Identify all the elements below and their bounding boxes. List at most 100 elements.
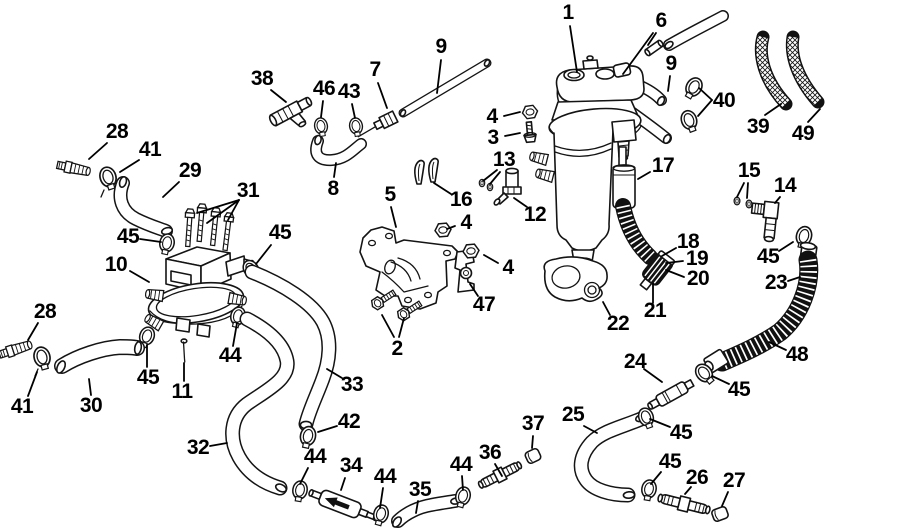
braided-hose-39 [754,30,793,111]
callout-9: 9 [665,52,677,75]
callout-2: 2 [391,337,403,360]
callout-45: 45 [756,245,780,268]
callout-21: 21 [643,299,667,322]
fitting-on-cap-6 [612,62,632,78]
callout-30: 30 [79,394,103,417]
hose-8 [310,134,367,167]
bolt-3 [523,121,537,144]
callout-11: 11 [171,380,194,403]
check-valve-24 [647,378,695,410]
callout-13: 13 [492,148,516,171]
callout-42: 42 [337,410,361,433]
callout-31: 31 [236,179,260,202]
callout-46: 46 [312,77,336,100]
callout-44: 44 [303,445,327,468]
callout-32: 32 [186,436,210,459]
callout-29: 29 [178,159,202,182]
callout-40: 40 [712,89,736,112]
callout-45: 45 [268,221,292,244]
filter-inlet-nipples [528,149,555,183]
callout-4: 4 [460,211,472,234]
callout-19: 19 [685,247,709,270]
clamp-40-upper [680,74,707,102]
corrugated-sleeve-18 [615,198,658,265]
callout-15: 15 [737,159,761,182]
callout-8: 8 [327,177,339,200]
barb-stud-36 [477,461,523,489]
sleeve-ring-27 [711,505,729,523]
clamp-41-bottom [30,344,54,377]
callout-9: 9 [435,35,447,58]
callout-41: 41 [10,395,34,418]
fitting-28-left [0,338,34,361]
clamp-46 [312,116,330,138]
callout-38: 38 [250,67,274,90]
callout-4: 4 [486,105,498,128]
fitting-28-top [55,158,92,178]
barb-stud-26 [657,493,711,515]
callout-20: 20 [686,267,710,290]
fitting-7 [357,110,399,138]
callout-45: 45 [116,225,140,248]
callout-45: 45 [136,366,160,389]
o-ring-15b [745,199,753,209]
fuel-pump-assembly-10 [142,202,256,338]
callout-45: 45 [669,421,693,444]
callout-1: 1 [562,1,574,24]
hose-segment-top-right [663,10,729,51]
callout-23: 23 [764,271,788,294]
leader-lines [27,25,821,514]
inline-filter-34 [308,489,379,522]
callout-44: 44 [449,453,473,476]
callout-5: 5 [384,183,396,206]
hose-30 [54,338,145,374]
callout-7: 7 [369,58,381,81]
callout-44: 44 [373,465,397,488]
nut-4-filter [520,104,540,120]
callout-48: 48 [785,343,809,366]
hose-25 [573,411,649,503]
elbow-fitting-12 [493,167,522,206]
callout-18: 18 [676,230,700,253]
callout-6: 6 [655,9,667,32]
clamp-45-hose25-bottom [639,478,659,503]
callout-12: 12 [523,203,547,226]
callout-45: 45 [727,378,751,401]
screw-11 [180,338,188,363]
callout-10: 10 [104,253,128,276]
callout-34: 34 [339,454,363,477]
mounting-bracket-5 [359,226,459,310]
callout-22: 22 [606,312,630,335]
elbow-fitting-14 [750,200,780,243]
callout-16: 16 [449,188,473,211]
callout-24: 24 [623,350,647,373]
callout-44: 44 [218,344,242,367]
callout-41: 41 [138,138,162,161]
callout-28: 28 [33,300,57,323]
callout-26: 26 [685,466,709,489]
pump-mounting-bolts-31 [182,202,235,252]
callout-43: 43 [337,80,361,103]
callout-45: 45 [658,450,682,473]
callout-47: 47 [472,293,496,316]
callout-37: 37 [521,412,545,435]
braided-hose-49 [785,30,825,109]
corrugated-hose-23-48 [703,241,819,374]
callout-4: 4 [502,256,514,279]
retainer-clips-16 [414,157,439,185]
callout-28: 28 [105,120,129,143]
callout-17: 17 [651,154,675,177]
clamp-41-top [96,164,121,198]
callout-27: 27 [722,469,746,492]
gasket-22 [543,256,608,303]
callout-3: 3 [487,126,499,149]
o-ring-15a [733,196,741,206]
fitting-38 [268,96,313,128]
callout-49: 49 [791,122,815,145]
sleeve-ring-37 [524,447,542,465]
callout-33: 33 [340,373,364,396]
callout-39: 39 [746,115,770,138]
callout-14: 14 [773,174,797,197]
